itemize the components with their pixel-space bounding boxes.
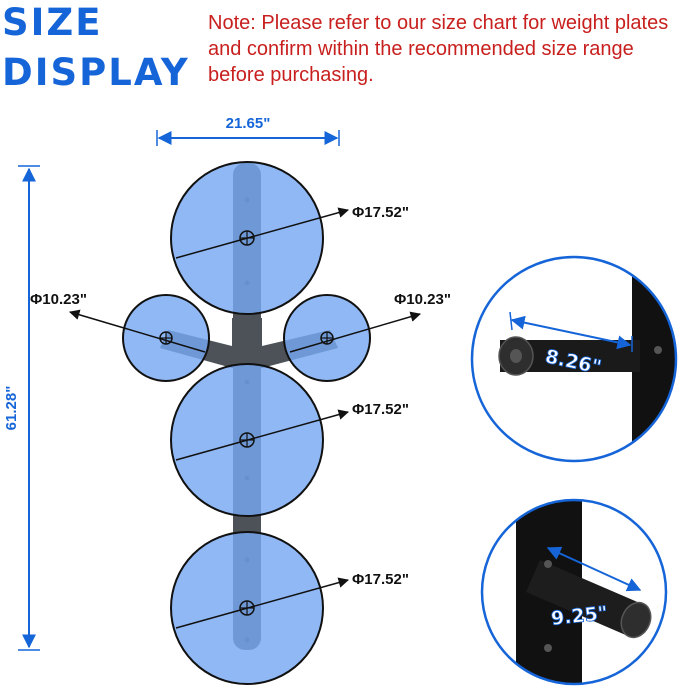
top-plate: Φ17.52" (170, 161, 409, 315)
top-plate-label: Φ17.52" (352, 204, 409, 221)
width-label: 21.65" (226, 115, 271, 132)
bottom-plate: Φ17.52" (170, 531, 409, 685)
size-heading: SIZE (2, 1, 103, 44)
right-plate-label: Φ10.23" (394, 291, 451, 308)
width-dimension: 21.65" (156, 115, 340, 146)
lower-peg-label: 9.25" (550, 602, 609, 630)
middle-plate: Φ17.52" (170, 363, 409, 517)
height-label: 61.28" (3, 386, 20, 431)
right-plate: Φ10.23" (283, 291, 451, 382)
upper-peg-inset: 8.26" (470, 255, 678, 463)
left-plate: Φ10.23" (30, 291, 210, 382)
lower-peg-inset: 9.25" (480, 498, 668, 686)
left-plate-label: Φ10.23" (30, 291, 87, 308)
purchase-note: Note: Please refer to our size chart for… (208, 12, 669, 86)
bottom-plate-label: Φ17.52" (352, 571, 409, 588)
display-heading: DISPLAY (2, 51, 190, 94)
height-dimension: 61.28" (3, 165, 40, 651)
middle-plate-label: Φ17.52" (352, 401, 409, 418)
